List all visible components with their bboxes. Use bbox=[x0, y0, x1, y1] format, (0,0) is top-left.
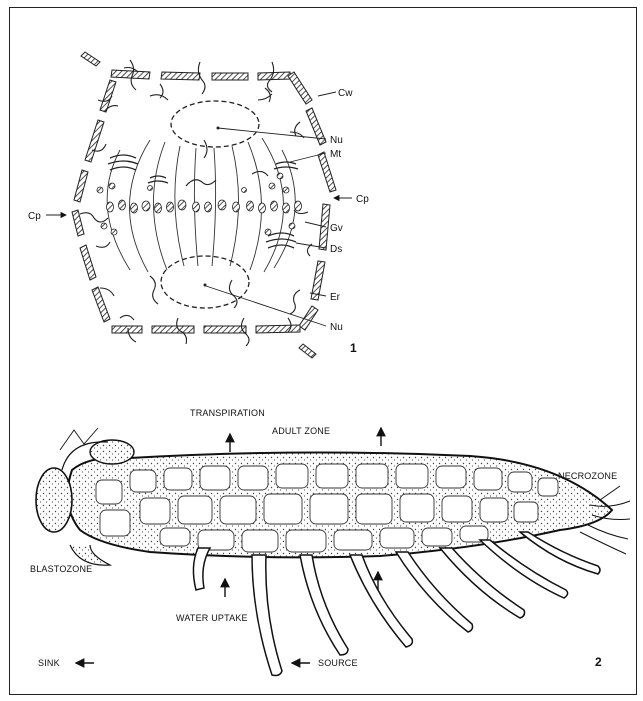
nucleus-bottom bbox=[161, 256, 249, 308]
label-cell-plate-left: Cp bbox=[28, 211, 41, 222]
label-endoplasmic-reticulum: Er bbox=[330, 292, 341, 303]
label-adult-zone: ADULT ZONE bbox=[272, 426, 330, 436]
golgi-vesicles bbox=[97, 173, 302, 235]
nucleus-top bbox=[171, 101, 259, 147]
label-blastozone: BLASTOZONE bbox=[30, 564, 92, 574]
label-cell-plate-right: Cp bbox=[356, 194, 369, 205]
label-water-uptake: WATER UPTAKE bbox=[176, 613, 248, 623]
label-transpiration: TRANSPIRATION bbox=[190, 408, 265, 418]
figure-1-number: 1 bbox=[350, 341, 357, 355]
label-nucleus-top: Nu bbox=[330, 135, 343, 146]
figure-2-number: 2 bbox=[595, 655, 602, 669]
label-source: SOURCE bbox=[318, 658, 358, 668]
label-nucleus-bottom: Nu bbox=[330, 322, 343, 333]
label-necrozone: NECROZONE bbox=[558, 471, 617, 481]
label-sink: SINK bbox=[38, 658, 60, 668]
figure-2-tissue-diagram: TRANSPIRATION ADULT ZONE NECROZONE BLAST… bbox=[30, 408, 630, 676]
label-microtubules: Mt bbox=[330, 149, 341, 160]
blastozone-lobe bbox=[36, 468, 72, 532]
figure-1-cell-diagram: Cw Nu Mt Cp Gv Ds Er Nu Cp 1 bbox=[28, 52, 369, 358]
label-cell-wall: Cw bbox=[338, 88, 353, 99]
label-golgi-vesicles: Gv bbox=[330, 223, 343, 234]
label-dictyosome: Ds bbox=[330, 244, 342, 255]
